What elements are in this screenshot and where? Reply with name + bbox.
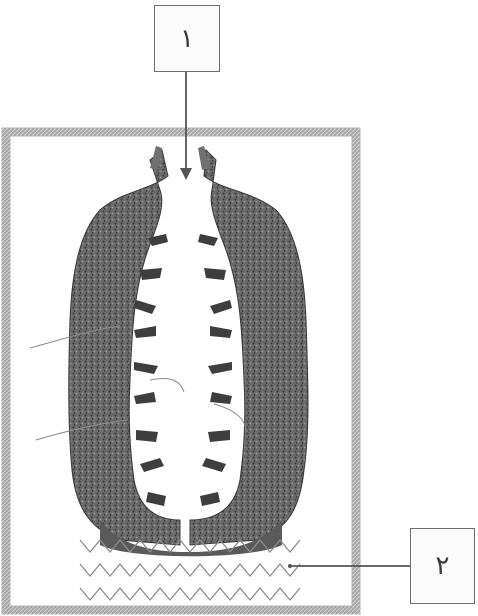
- tissue-section: [30, 146, 308, 556]
- callout-label-2-text: ٢: [436, 551, 450, 581]
- callout-label-2: ٢: [410, 528, 475, 604]
- pointer-line-2: [288, 564, 410, 568]
- callout-label-1-text: ١: [180, 24, 194, 54]
- pointer-arrow-1: [180, 72, 192, 180]
- callout-label-1: ١: [154, 5, 220, 72]
- bottom-mesh: [80, 540, 300, 600]
